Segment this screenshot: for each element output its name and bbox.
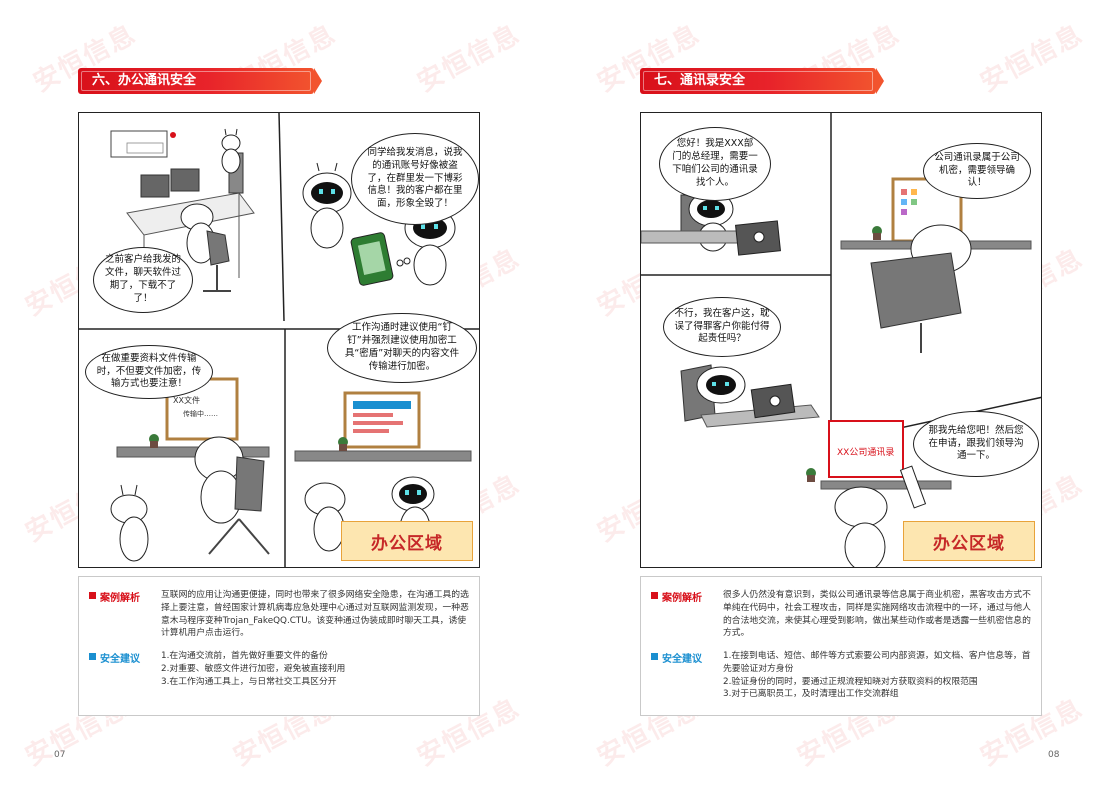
panel-3-illustration: [110, 377, 270, 562]
case-analysis-row: 案例解析 很多人仍然没有意识到，类似公司通讯录等信息属于商业机密，黑客攻击方式不…: [651, 589, 1031, 640]
bubble-text: 您好！我是XXX部门的总经理，需要一下咱们公司的通讯录找个人。: [672, 138, 758, 188]
zone-label: 办公区域: [341, 521, 473, 561]
safety-advice-tag: 安全建议: [89, 650, 161, 688]
info-box: 案例解析 互联网的应用让沟通更便捷，同时也带来了很多网络安全隐患，在沟通工具的选…: [78, 576, 480, 716]
advice-item: 2.对重要、敏感文件进行加密，避免被直接利用: [161, 663, 346, 674]
speech-bubble: 之前客户给我发的文件，聊天软件过期了，下载不了了！: [93, 247, 193, 313]
zone-label: 办公区域: [903, 521, 1035, 561]
section-title: 七、通讯录安全: [654, 73, 746, 88]
bubble-text: 工作沟通时建议使用“钉钉”并强烈建议使用加密工具“密盾”对聊天的内容文件传输进行…: [344, 322, 460, 372]
case-analysis-text: 很多人仍然没有意识到，类似公司通讯录等信息属于商业机密，黑客攻击方式不单纯在代码…: [723, 590, 1031, 639]
left-page: 六、办公通讯安全: [54, 68, 480, 760]
advice-item: 2.验证身份的同时，要通过正规流程知晓对方获取资料的权限范围: [723, 676, 978, 687]
advice-item: 1.在接到电话、短信、邮件等方式索要公司内部资源，如文档、客户信息等，首先要验证…: [723, 651, 1031, 674]
panel-2-illustration: [302, 162, 456, 286]
square-bullet-icon: [651, 653, 658, 660]
info-box: 案例解析 很多人仍然没有意识到，类似公司通讯录等信息属于商业机密，黑客攻击方式不…: [640, 576, 1042, 716]
advice-item: 3.对于已离职员工，及时清理出工作交流群组: [723, 689, 899, 700]
speech-bubble: 在做重要资料文件传输时，不但要文件加密，传输方式也要注意！: [85, 345, 213, 399]
section-banner: 六、办公通讯安全: [78, 68, 322, 94]
square-bullet-icon: [651, 592, 658, 599]
panel-1-illustration: [110, 128, 255, 292]
speech-bubble: 公司通讯录属于公司机密，需要领导确认！: [923, 143, 1031, 199]
page-number: 08: [1048, 750, 1060, 760]
bubble-text: 那我先给您吧！然后您在申请，跟我们领导沟通一下。: [928, 424, 1024, 462]
screen-file-label: XX文件: [173, 396, 200, 405]
speech-bubble: 您好！我是XXX部门的总经理，需要一下咱们公司的通讯录找个人。: [659, 127, 771, 201]
safety-advice-list: 1.在沟通交流前，首先做好重要文件的备份 2.对重要、敏感文件进行加密，避免被直…: [161, 650, 345, 688]
screen-transfer-label: 传输中……: [183, 410, 218, 418]
speech-bubble: 工作沟通时建议使用“钉钉”并强烈建议使用加密工具“密盾”对聊天的内容文件传输进行…: [327, 313, 477, 383]
bubble-text: 不行，我在客户这，耽误了得罪客户你能付得起责任吗？: [674, 307, 770, 345]
page-number: 07: [54, 750, 66, 760]
speech-bubble: 那我先给您吧！然后您在申请，跟我们领导沟通一下。: [913, 411, 1039, 477]
safety-advice-tag: 安全建议: [651, 650, 723, 701]
bubble-text: 在做重要资料文件传输时，不但要文件加密，传输方式也要注意！: [96, 352, 202, 390]
comic-strip: XX公司通讯录 您好！我是XXX部门的总经理，需要一下咱们公司的通讯录找个人。 …: [640, 112, 1042, 568]
safety-advice-row: 安全建议 1.在接到电话、短信、邮件等方式索要公司内部资源，如文档、客户信息等，…: [651, 650, 1031, 701]
square-bullet-icon: [89, 653, 96, 660]
bubble-text: 之前客户给我发的文件，聊天软件过期了，下载不了了！: [104, 254, 181, 304]
speech-bubble: 同学给我发消息，说我的通讯账号好像被盗了，在群里发一下博彩信息！我的客户都在里面…: [351, 133, 479, 225]
right-page: 七、通讯录安全: [558, 0, 1116, 790]
case-analysis-row: 案例解析 互联网的应用让沟通更便捷，同时也带来了很多网络安全隐患，在沟通工具的选…: [89, 589, 469, 640]
case-analysis-tag: 案例解析: [651, 589, 723, 640]
comic-strip: XX文件 传输中…… 之前客户给我发的文件，聊天软件过期了，下载不了了！ 同学给…: [78, 112, 480, 568]
panel-2-illustration: [840, 177, 1032, 353]
square-bullet-icon: [89, 592, 96, 599]
advice-item: 1.在沟通交流前，首先做好重要文件的备份: [161, 651, 328, 661]
bubble-text: 同学给我发消息，说我的通讯账号好像被盗了，在群里发一下博彩信息！我的客户都在里面…: [367, 146, 463, 210]
safety-advice-row: 安全建议 1.在沟通交流前，首先做好重要文件的备份 2.对重要、敏感文件进行加密…: [89, 650, 469, 688]
speech-bubble: 不行，我在客户这，耽误了得罪客户你能付得起责任吗？: [663, 297, 781, 357]
panel-1-illustration: [641, 191, 782, 256]
bubble-text: 公司通讯录属于公司机密，需要领导确认！: [934, 151, 1020, 189]
panel-4-illustration: [806, 420, 952, 567]
advice-item: 3.在工作沟通工具上，与日常社交工具区分开: [161, 676, 337, 687]
case-analysis-tag: 案例解析: [89, 589, 161, 640]
panel-3-illustration: [680, 364, 820, 428]
safety-advice-list: 1.在接到电话、短信、邮件等方式索要公司内部资源，如文档、客户信息等，首先要验证…: [723, 650, 1031, 701]
section-title: 六、办公通讯安全: [92, 73, 197, 88]
screen-directory-label: XX公司通讯录: [837, 448, 895, 458]
section-banner: 七、通讯录安全: [640, 68, 884, 94]
case-analysis-text: 互联网的应用让沟通更便捷，同时也带来了很多网络安全隐患，在沟通工具的选择上要注意…: [161, 590, 469, 639]
